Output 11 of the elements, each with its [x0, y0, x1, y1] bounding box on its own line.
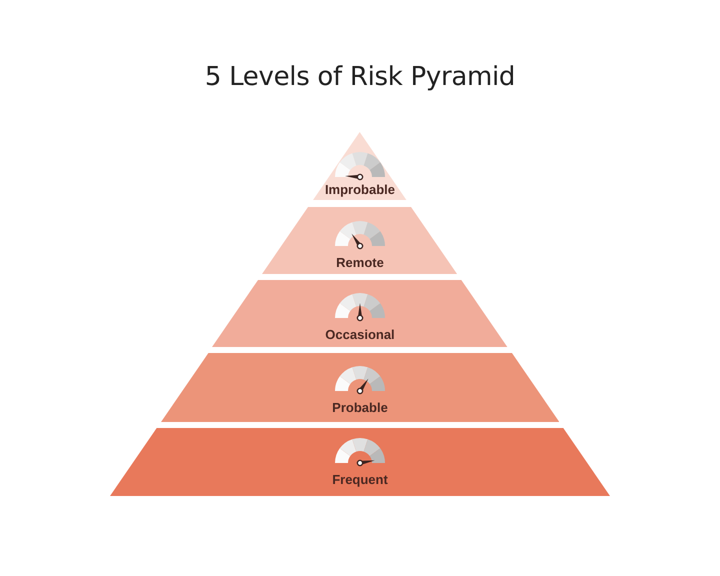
tier-label: Remote — [336, 255, 384, 270]
tier-label: Frequent — [332, 472, 388, 487]
pyramid-tier — [160, 353, 560, 422]
pyramid-tier — [212, 280, 508, 347]
pyramid-tier — [262, 207, 458, 274]
tier-label: Occasional — [325, 327, 395, 342]
tier-label: Probable — [332, 400, 388, 415]
pyramid-tier — [110, 428, 610, 496]
title: 5 Levels of Risk Pyramid — [204, 62, 516, 92]
tier-label: Improbable — [324, 182, 396, 197]
pyramid-tier — [313, 132, 407, 200]
